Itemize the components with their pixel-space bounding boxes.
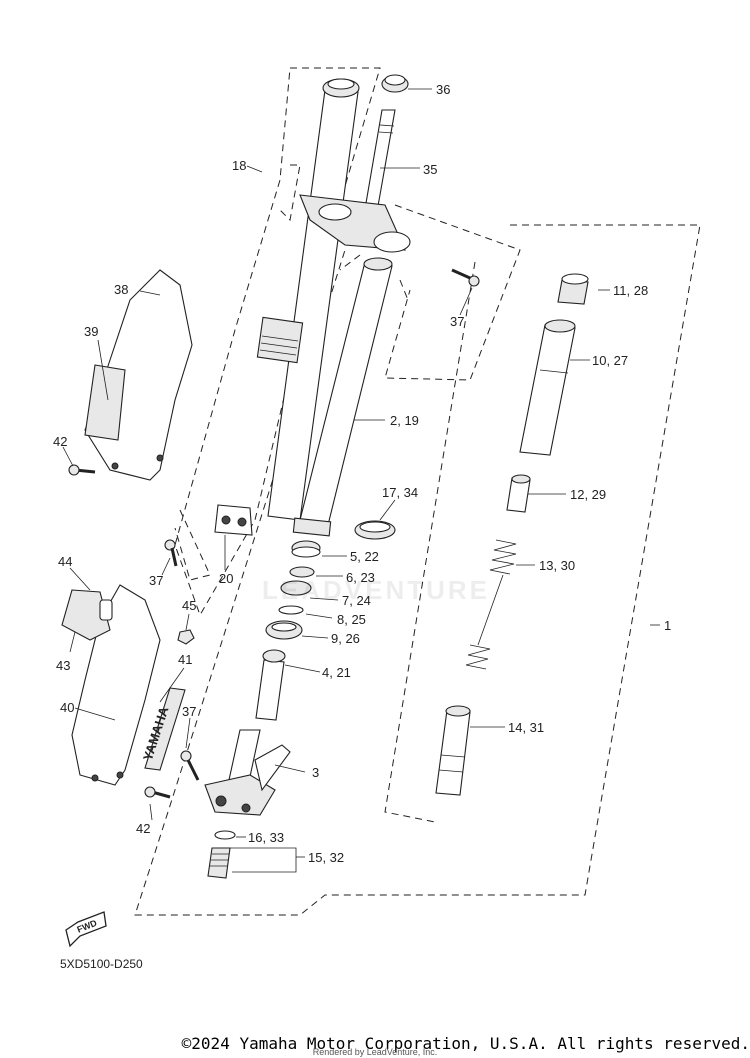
callout-17-34: 17, 34 bbox=[382, 485, 418, 500]
callout-18: 18 bbox=[232, 158, 246, 173]
callout-1: 1 bbox=[664, 618, 671, 633]
callout-14-31: 14, 31 bbox=[508, 720, 544, 735]
fork-guard-40 bbox=[71, 584, 161, 786]
callout-6-23: 6, 23 bbox=[346, 570, 375, 585]
callout-44: 44 bbox=[58, 554, 72, 569]
callout-37-mid: 37 bbox=[149, 573, 163, 588]
callout-42-lower: 42 bbox=[136, 821, 150, 836]
dust-seal-17-34 bbox=[354, 520, 396, 540]
callout-38: 38 bbox=[114, 282, 128, 297]
bolt-37-lower bbox=[180, 750, 200, 781]
callout-15-32: 15, 32 bbox=[308, 850, 344, 865]
cylinder-10-27 bbox=[519, 319, 576, 456]
seal-7-24 bbox=[280, 580, 312, 596]
spacer-12-29 bbox=[506, 474, 531, 513]
bracket-43-44 bbox=[61, 589, 113, 641]
clip-8-25 bbox=[278, 605, 304, 615]
bolt-37-mid bbox=[164, 539, 178, 567]
callout-40: 40 bbox=[60, 700, 74, 715]
callout-36: 36 bbox=[436, 82, 450, 97]
ring-stack bbox=[265, 540, 321, 640]
fwd-arrow-icon: FWD bbox=[65, 911, 107, 948]
washer-16-33 bbox=[214, 830, 236, 840]
damper-14-31 bbox=[435, 705, 471, 796]
callout-4-21: 4, 21 bbox=[322, 665, 351, 680]
callout-9-26: 9, 26 bbox=[331, 631, 360, 646]
outer-tube-bottom-3 bbox=[204, 729, 291, 816]
cap-11-28 bbox=[557, 273, 589, 305]
outer-tube-18 bbox=[214, 78, 360, 536]
bolt-42-lower bbox=[144, 786, 171, 799]
diagram-code: 5XD5100-D250 bbox=[60, 957, 143, 971]
spring-13-30 bbox=[465, 539, 517, 670]
bolt-37-upper bbox=[451, 268, 480, 287]
callout-37-upper: 37 bbox=[450, 314, 464, 329]
seal-36 bbox=[381, 74, 409, 93]
callout-42-upper: 42 bbox=[53, 434, 67, 449]
rendered-by-text: Rendered by LeadVenture, Inc. bbox=[312, 1047, 438, 1057]
callout-12-29: 12, 29 bbox=[570, 487, 606, 502]
callout-7-24: 7, 24 bbox=[342, 593, 371, 608]
guide-4-21 bbox=[255, 649, 286, 721]
callout-37-lower: 37 bbox=[182, 704, 196, 719]
callout-8-25: 8, 25 bbox=[337, 612, 366, 627]
nut-45 bbox=[177, 629, 195, 645]
under-bracket-35 bbox=[299, 109, 411, 253]
fork-assembly-boundary bbox=[134, 67, 701, 916]
callout-5-22: 5, 22 bbox=[350, 549, 379, 564]
callout-20: 20 bbox=[219, 571, 233, 586]
decal-39 bbox=[84, 364, 126, 441]
washer-6-23 bbox=[289, 566, 315, 578]
callout-13-30: 13, 30 bbox=[539, 558, 575, 573]
callout-43: 43 bbox=[56, 658, 70, 673]
leader-lines bbox=[62, 88, 660, 873]
bolt-15-32 bbox=[207, 830, 236, 879]
callout-2-19: 2, 19 bbox=[390, 413, 419, 428]
callout-11-28: 11, 28 bbox=[613, 283, 648, 298]
decal-41: YAMAHA bbox=[140, 687, 186, 771]
callout-3: 3 bbox=[312, 765, 319, 780]
callout-labels: 36 35 18 11, 28 10, 27 37 38 39 2, 19 42… bbox=[53, 82, 671, 865]
copyright-text: ©2024 Yamaha Motor Corporation, U.S.A. A… bbox=[181, 1034, 750, 1053]
callout-39: 39 bbox=[84, 324, 98, 339]
callout-45: 45 bbox=[182, 598, 196, 613]
inner-tube-2-19 bbox=[292, 257, 393, 537]
watermark: LEADVENTURE bbox=[262, 575, 491, 605]
callout-10-27: 10, 27 bbox=[592, 353, 628, 368]
callout-16-33: 16, 33 bbox=[248, 830, 284, 845]
callout-41: 41 bbox=[178, 652, 192, 667]
bolt-42-upper bbox=[68, 464, 96, 476]
callout-35: 35 bbox=[423, 162, 437, 177]
